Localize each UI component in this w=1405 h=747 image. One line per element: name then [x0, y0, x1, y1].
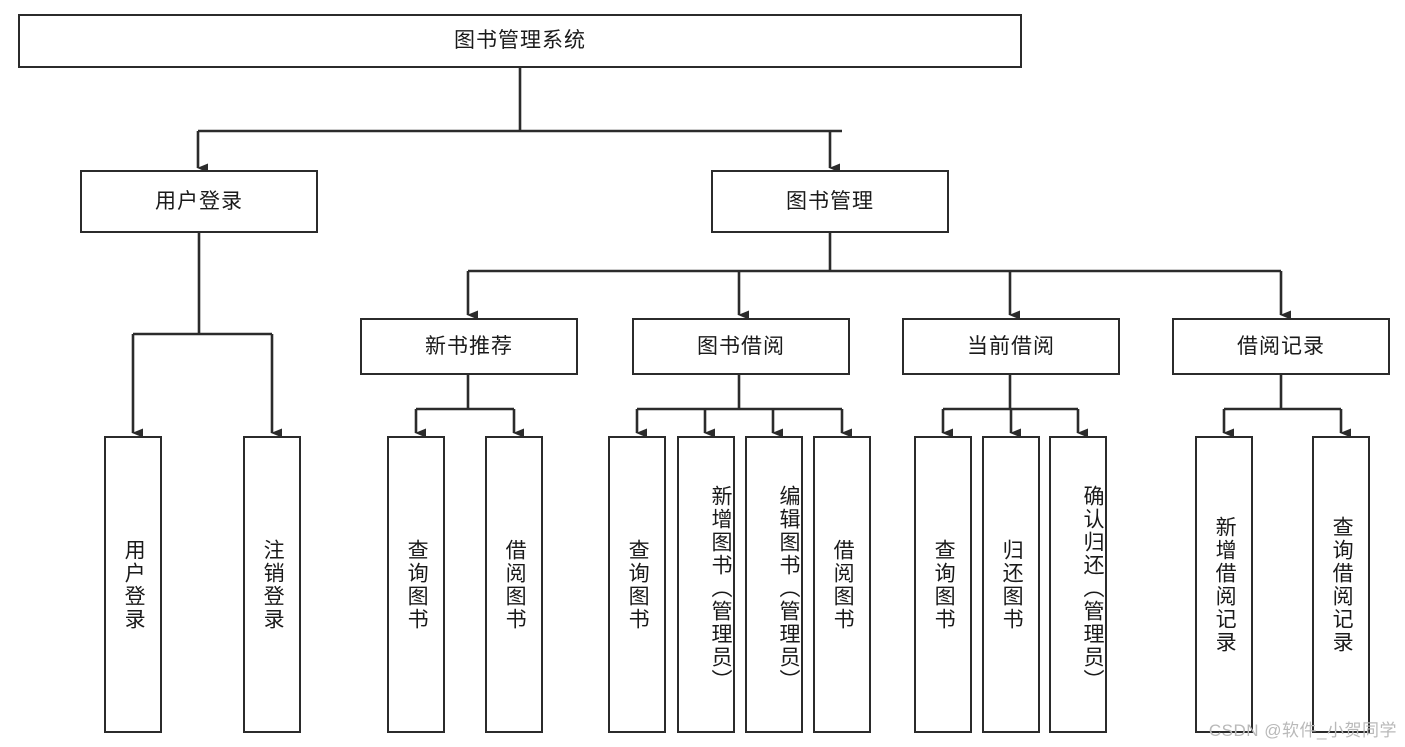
- node-current-borrowing[interactable]: 当前借阅: [902, 318, 1120, 375]
- leaf-add-book-admin[interactable]: 新增图书（管理员）: [677, 436, 735, 733]
- leaf-query-borrowing-record[interactable]: 查询借阅记录: [1312, 436, 1370, 733]
- leaf-logout[interactable]: 注销登录: [243, 436, 301, 733]
- leaf-borrow-book-recommendation[interactable]: 借阅图书: [485, 436, 543, 733]
- leaf-user-login[interactable]: 用户登录: [104, 436, 162, 733]
- leaf-query-book-recommendation[interactable]: 查询图书: [387, 436, 445, 733]
- node-new-book-recommendation[interactable]: 新书推荐: [360, 318, 578, 375]
- leaf-borrow-book-borrowing[interactable]: 借阅图书: [813, 436, 871, 733]
- node-user-login[interactable]: 用户登录: [80, 170, 318, 233]
- leaf-add-borrowing-record[interactable]: 新增借阅记录: [1195, 436, 1253, 733]
- leaf-edit-book-admin[interactable]: 编辑图书（管理员）: [745, 436, 803, 733]
- node-borrowing-record[interactable]: 借阅记录: [1172, 318, 1390, 375]
- node-root-book-management-system[interactable]: 图书管理系统: [18, 14, 1022, 68]
- leaf-query-book-borrowing[interactable]: 查询图书: [608, 436, 666, 733]
- leaf-query-book-current[interactable]: 查询图书: [914, 436, 972, 733]
- node-book-management[interactable]: 图书管理: [711, 170, 949, 233]
- node-book-borrowing[interactable]: 图书借阅: [632, 318, 850, 375]
- watermark-text: CSDN @软件_小贺同学: [1208, 721, 1397, 740]
- leaf-confirm-return-admin[interactable]: 确认归还（管理员）: [1049, 436, 1107, 733]
- leaf-return-book[interactable]: 归还图书: [982, 436, 1040, 733]
